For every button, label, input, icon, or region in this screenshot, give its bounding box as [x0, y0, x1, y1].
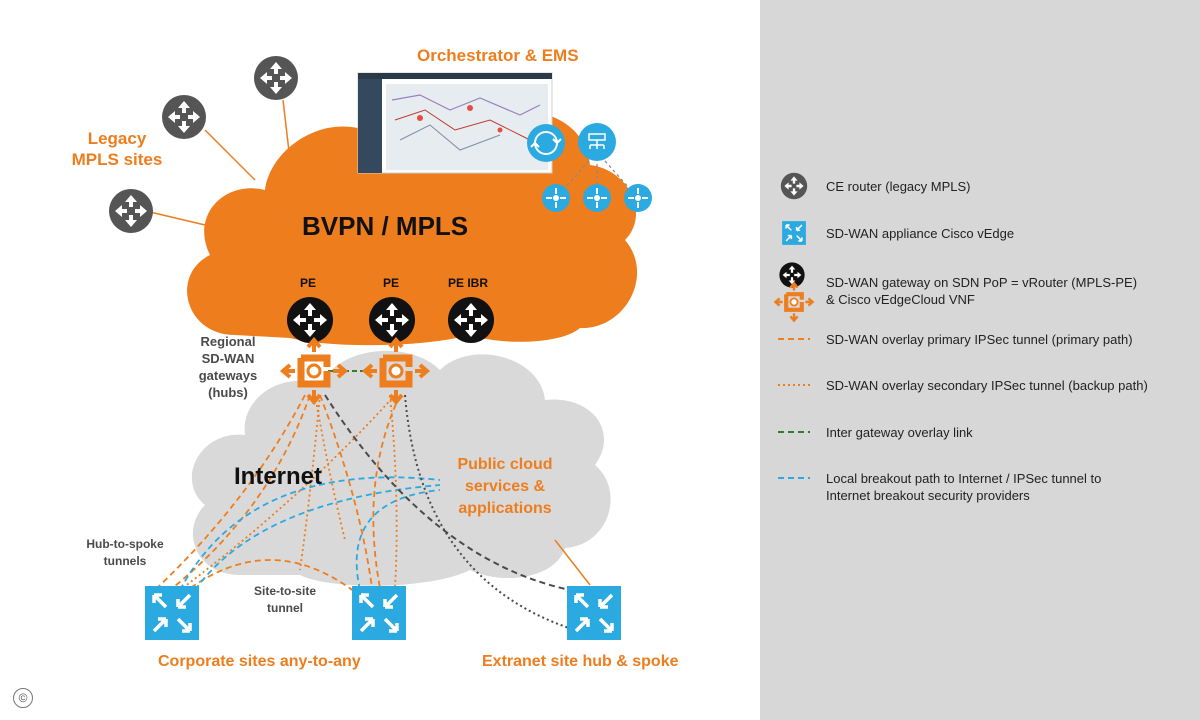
- legend-item-primary-tunnel: SD-WAN overlay primary IPSec tunnel (pri…: [826, 332, 1133, 347]
- legend-sdwan-appliance-icon: [781, 220, 807, 246]
- internet-label: Internet: [234, 463, 323, 490]
- pe-label-1: PE: [300, 276, 317, 290]
- ce-router-icon: [109, 189, 153, 233]
- pe-router-icon: [448, 297, 494, 343]
- legacy-link-3: [149, 211, 206, 226]
- legend-item-secondary-tunnel: SD-WAN overlay secondary IPSec tunnel (b…: [826, 378, 1148, 393]
- corporate-sites-label: Corporate sites any-to-any: [158, 653, 361, 670]
- sdwan-appliance-icon: [350, 584, 408, 642]
- pe-router-icon: [287, 297, 333, 343]
- legend-pe-router-icon: [779, 262, 805, 288]
- extranet-breakout-link: [554, 539, 591, 586]
- extranet-site-label: Extranet site hub & spoke: [482, 653, 679, 670]
- legacy-mpls-label: Legacy MPLS sites: [71, 129, 163, 169]
- ce-router-icon: [254, 56, 298, 100]
- legend-ce-router-icon: [780, 172, 808, 200]
- hub-to-spoke-label: Hub-to-spoke tunnels: [86, 537, 164, 568]
- primary-tunnels: [154, 394, 401, 601]
- legend-item-ce-router: CE router (legacy MPLS): [826, 179, 971, 194]
- copyright-icon: ©: [13, 688, 33, 708]
- legacy-link-2: [204, 129, 256, 181]
- internet-cloud: [191, 350, 611, 586]
- sdwan-appliance-icon: [565, 584, 623, 642]
- sdwan-appliance-icon: [143, 584, 201, 642]
- legacy-link-1: [282, 99, 291, 161]
- legend-item-inter-gateway: Inter gateway overlay link: [826, 425, 973, 440]
- legend-item-sdwan-gateway: SD-WAN gateway on SDN PoP = vRouter (MPL…: [826, 275, 1138, 307]
- local-breakout-paths: [179, 476, 441, 591]
- orchestrator-nodes: [527, 123, 653, 213]
- legend-item-local-breakout: Local breakout path to Internet / IPSec …: [826, 471, 1102, 503]
- pe-router-icon: [369, 297, 415, 343]
- bvpn-mpls-label: BVPN / MPLS: [302, 211, 469, 241]
- legend-panel-bg: [760, 0, 1200, 720]
- sync-icon: [527, 124, 565, 162]
- regional-gateways-label: Regional SD-WAN gateways (hubs): [198, 334, 258, 400]
- public-cloud-label: Public cloud services & applications: [457, 456, 553, 517]
- legend-item-sdwan-appliance: SD-WAN appliance Cisco vEdge: [826, 226, 1015, 241]
- secondary-tunnels: [179, 394, 398, 591]
- extranet-links: [324, 394, 576, 631]
- pe-ibr-label: PE IBR: [448, 276, 489, 290]
- site-to-site-label: Site-to-site tunnel: [253, 584, 316, 615]
- orchestrator-label: Orchestrator & EMS: [417, 46, 579, 65]
- orchestrator-screen-thumbnail: [357, 72, 553, 174]
- pe-label-2: PE: [383, 276, 400, 290]
